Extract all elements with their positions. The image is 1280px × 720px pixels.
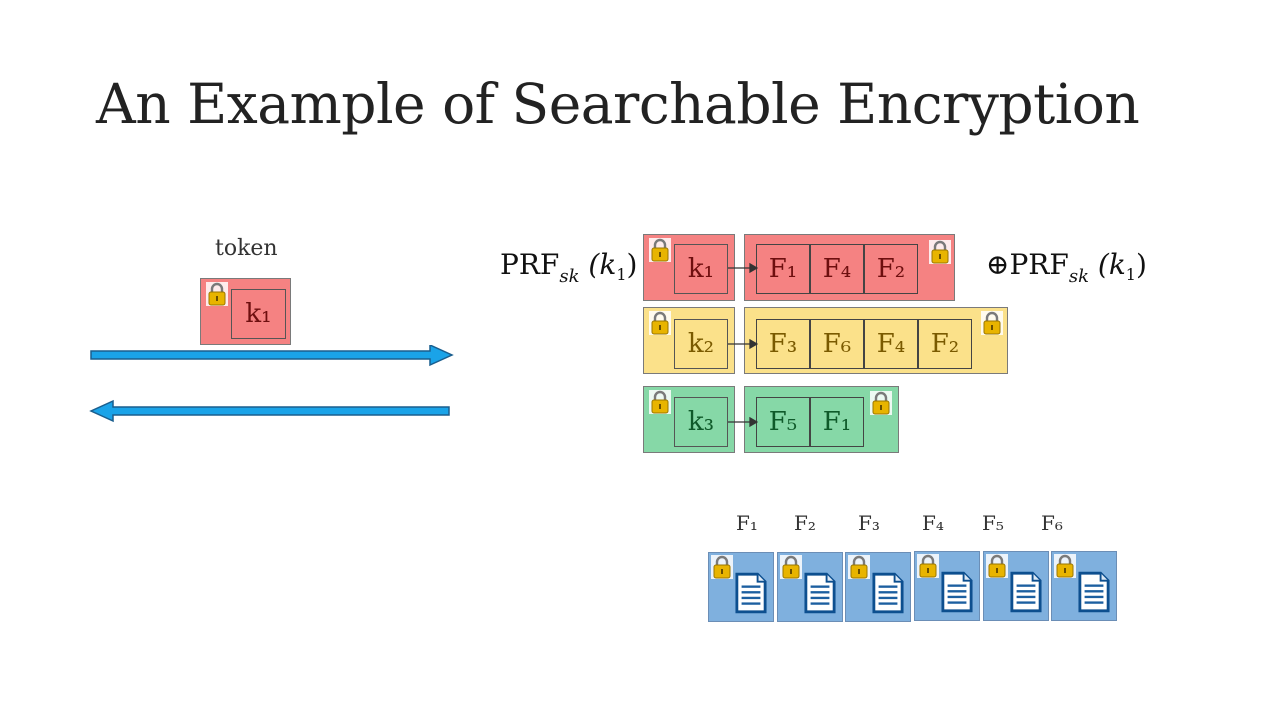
encrypted-document-5 [983, 551, 1049, 621]
key-to-list-connectors [728, 262, 758, 428]
lock-icon [986, 554, 1008, 578]
document-icon [804, 571, 836, 615]
backward-arrow [89, 399, 450, 423]
lock-icon [929, 240, 951, 264]
index-list-box-2: F₃ F₆ F₄ F₂ [744, 307, 1008, 374]
index-file-cell: F₅ [756, 397, 810, 447]
index-file-cell: F₄ [864, 319, 918, 369]
index-key-2: k₂ [674, 319, 728, 369]
index-file-cell: F₄ [810, 244, 864, 294]
doc-label: F₅ [982, 511, 1004, 535]
index-key-3: k₃ [674, 397, 728, 447]
lock-icon [711, 555, 733, 579]
page-title: An Example of Searchable Encryption [96, 72, 1140, 136]
lock-icon [981, 311, 1003, 335]
encrypted-document-4 [914, 551, 980, 621]
lock-icon [1054, 554, 1076, 578]
index-file-cell: F₃ [756, 319, 810, 369]
token-key: k₁ [231, 289, 286, 339]
lock-icon [649, 238, 671, 262]
index-key-box-2: k₂ [643, 307, 735, 374]
lock-icon [649, 311, 671, 335]
index-list-box-3: F₅ F₁ [744, 386, 899, 453]
lock-icon [649, 390, 671, 414]
document-icon [872, 571, 904, 615]
lock-icon [848, 555, 870, 579]
lock-icon [917, 554, 939, 578]
document-icon [735, 571, 767, 615]
forward-arrow [90, 345, 454, 367]
index-file-cell: F₁ [756, 244, 810, 294]
communication-arrows [89, 345, 454, 423]
encrypted-document-3 [845, 552, 911, 622]
token-label: token [215, 236, 278, 261]
doc-label: F₂ [794, 511, 816, 535]
lock-icon [780, 555, 802, 579]
document-icon [1010, 570, 1042, 614]
index-key-1: k₁ [674, 244, 728, 294]
index-key-box-3: k₃ [643, 386, 735, 453]
doc-label: F₆ [1041, 511, 1063, 535]
index-file-cell: F₂ [918, 319, 972, 369]
index-file-cell: F₂ [864, 244, 918, 294]
encrypted-document-2 [777, 552, 843, 622]
index-file-cell: F₆ [810, 319, 864, 369]
doc-label: F₄ [922, 511, 944, 535]
index-file-cell: F₁ [810, 397, 864, 447]
index-key-box-1: k₁ [643, 234, 735, 301]
encrypted-document-6 [1051, 551, 1117, 621]
encrypted-document-1 [708, 552, 774, 622]
token-box: k₁ [200, 278, 291, 345]
document-icon [941, 570, 973, 614]
lock-icon [870, 391, 892, 415]
prf-left-formula: PRFsk (k1) [500, 248, 638, 287]
lock-icon [206, 282, 228, 306]
prf-right-formula: ⊕PRFsk (k1) [986, 248, 1147, 287]
index-list-box-1: F₁ F₄ F₂ [744, 234, 955, 301]
doc-label: F₁ [736, 511, 758, 535]
doc-label: F₃ [858, 511, 880, 535]
document-icon [1078, 570, 1110, 614]
